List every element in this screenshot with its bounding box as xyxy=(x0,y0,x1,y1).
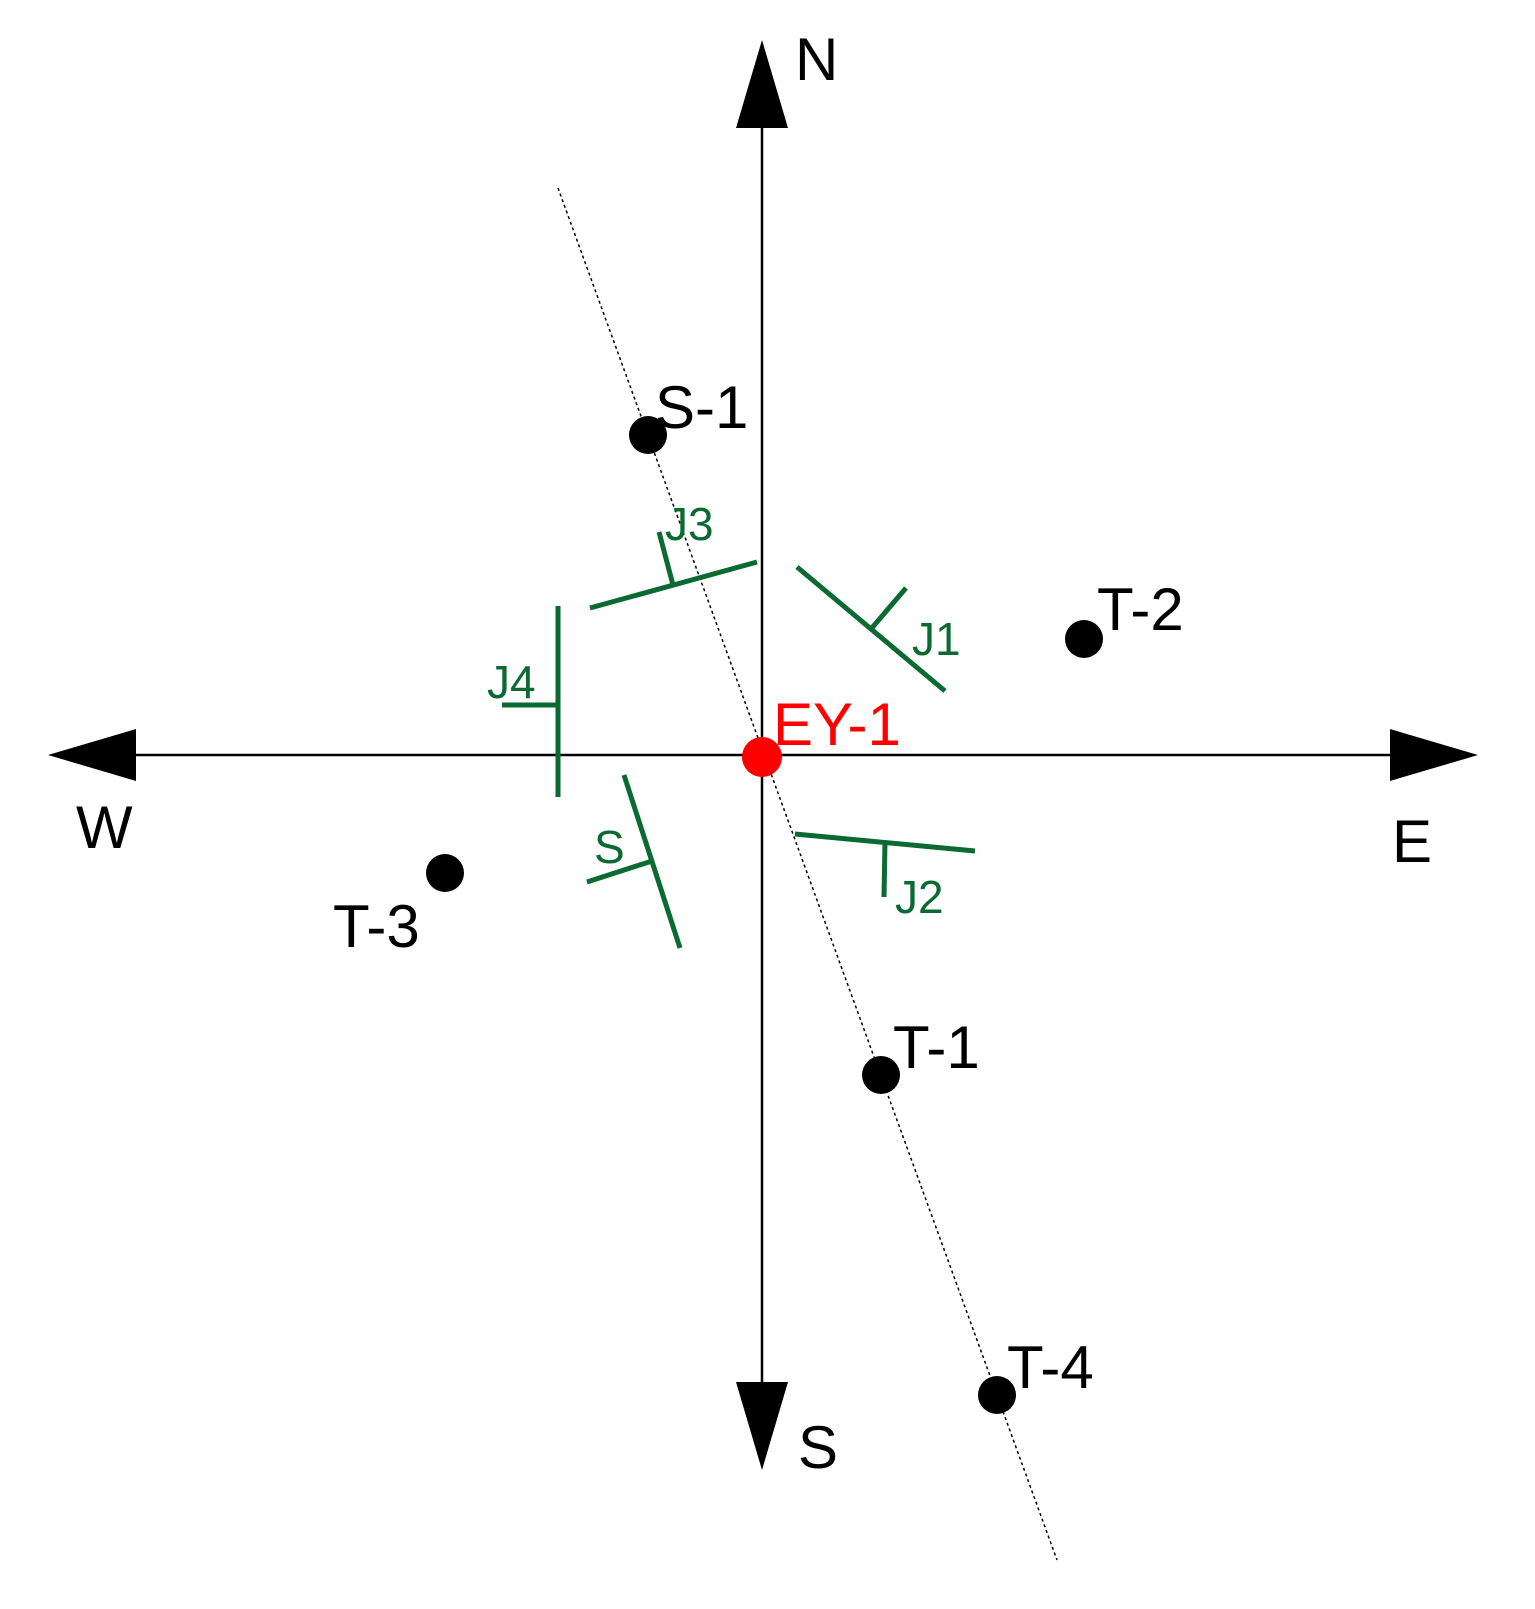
east-label: E xyxy=(1392,808,1432,875)
plane-label-s: S xyxy=(594,821,625,873)
south-label: S xyxy=(798,1414,838,1481)
point-t3 xyxy=(426,854,464,892)
plane-label-j2: J2 xyxy=(895,871,944,923)
plane-label-j1: J1 xyxy=(912,613,961,665)
center-point-ey1 xyxy=(742,737,782,777)
plane-s xyxy=(586,774,683,949)
plane-j1 xyxy=(795,565,947,693)
plane-j2 xyxy=(794,831,976,898)
compass-axes: N S E W xyxy=(48,26,1478,1481)
point-label-t3: T-3 xyxy=(333,893,420,960)
plane-labels: J1 J2 J3 J4 S xyxy=(487,498,961,923)
point-label-s1: S-1 xyxy=(655,374,748,441)
center-label: EY-1 xyxy=(773,691,901,758)
point-label-t1: T-1 xyxy=(893,1014,980,1081)
point-label-t2: T-2 xyxy=(1097,576,1184,643)
north-arrow-icon xyxy=(736,40,788,128)
west-arrow-icon xyxy=(48,729,136,781)
north-label: N xyxy=(795,26,838,93)
plane-label-j4: J4 xyxy=(487,656,536,708)
point-t1 xyxy=(862,1056,900,1094)
south-arrow-icon xyxy=(736,1382,788,1470)
plane-symbols xyxy=(502,531,976,949)
plane-j4 xyxy=(502,606,561,797)
trend-line xyxy=(557,187,1058,1561)
east-arrow-icon xyxy=(1390,729,1478,781)
point-t2 xyxy=(1065,620,1103,658)
plane-j3 xyxy=(589,531,758,611)
survey-points: S-1 T-1 T-2 T-3 T-4 xyxy=(333,374,1184,1414)
point-s1 xyxy=(629,416,667,454)
point-label-t4: T-4 xyxy=(1007,1334,1094,1401)
plane-label-j3: J3 xyxy=(665,498,714,550)
point-t4 xyxy=(978,1376,1016,1414)
west-label: W xyxy=(76,794,133,861)
